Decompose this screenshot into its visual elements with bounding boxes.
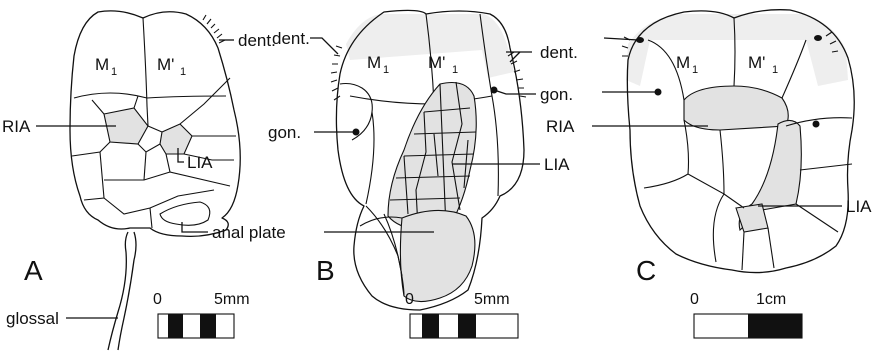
panel-a-anal-leader: [182, 222, 208, 232]
panel-c-m1-subscript: 1: [692, 64, 698, 76]
panel-a-scale-start: 0: [153, 291, 162, 308]
panel-a-sutures: [72, 18, 236, 228]
panel-b-m1-label: M: [367, 53, 381, 72]
panel-c-scale-bar: 0 1cm: [690, 291, 802, 338]
panel-b-scale-start: 0: [405, 291, 414, 308]
panel-a-ria-label: RIA: [2, 117, 31, 136]
panel-a-m1-prime-subscript: 1: [180, 66, 186, 78]
panel-b-gon-right-label: gon.: [540, 85, 573, 104]
panel-a-outline: [70, 11, 240, 237]
panel-b-gon-leader-right: [494, 90, 536, 94]
panel-a-letter: A: [24, 255, 43, 286]
panel-b-m1-prime-subscript: 1: [452, 64, 458, 76]
panel-b-lia-mosaic: [388, 83, 476, 231]
panel-b-dent-leader-left: [310, 38, 338, 54]
panel-c-m1-label: M: [676, 53, 690, 72]
panel-a-anal-plate-label: anal plate: [212, 223, 286, 242]
panel-a-dent-label: dent.: [238, 31, 276, 50]
panel-c-gonopore-right: [813, 121, 820, 128]
panel-c-lia-label: LIA: [846, 197, 872, 216]
panel-c-letter: C: [636, 255, 656, 286]
panel-c-scale-end: 1cm: [756, 291, 786, 308]
panel-a-m1-label: M: [95, 55, 109, 74]
panel-b-anal-plate: [400, 210, 475, 301]
panel-c-scale-start: 0: [690, 291, 699, 308]
panel-a-glossal-label: glossal: [6, 309, 59, 328]
panel-b-dent-label: dent.: [272, 29, 310, 48]
panel-a-glossal-stalk: [108, 232, 136, 350]
panel-a-lia-label: LIA: [187, 153, 213, 172]
panel-b-scale-end: 5mm: [474, 291, 510, 308]
panel-c: M 1 M' 1 RIA LIA C 0 1cm: [546, 10, 872, 338]
panel-c-m1-prime-label: M': [748, 53, 765, 72]
panel-a-scale-bar: 0 5mm: [153, 291, 250, 338]
panel-b-gon-left-label: gon.: [268, 123, 301, 142]
panel-b-m1-prime-label: M': [428, 53, 445, 72]
panel-b-lia-label: LIA: [544, 155, 570, 174]
panel-a-m1-subscript: 1: [111, 66, 117, 78]
panel-a-m1-prime-label: M': [157, 55, 174, 74]
panel-b-letter: B: [316, 255, 335, 286]
panel-a-lia-plate: [160, 124, 192, 154]
panel-a-scale-end: 5mm: [214, 291, 250, 308]
panel-c-ria-plate: [684, 86, 788, 130]
panel-a: M 1 M' 1 dent. RIA LIA anal plate glossa…: [2, 11, 286, 350]
panel-c-m1-prime-subscript: 1: [772, 64, 778, 76]
panel-c-ria-label: RIA: [546, 117, 575, 136]
panel-b-dent-right-label: dent.: [540, 43, 578, 62]
panel-b-m1-subscript: 1: [383, 64, 389, 76]
panel-b: M 1 M' 1 dent. gon. dent. gon. LIA B 0 5…: [268, 10, 578, 338]
